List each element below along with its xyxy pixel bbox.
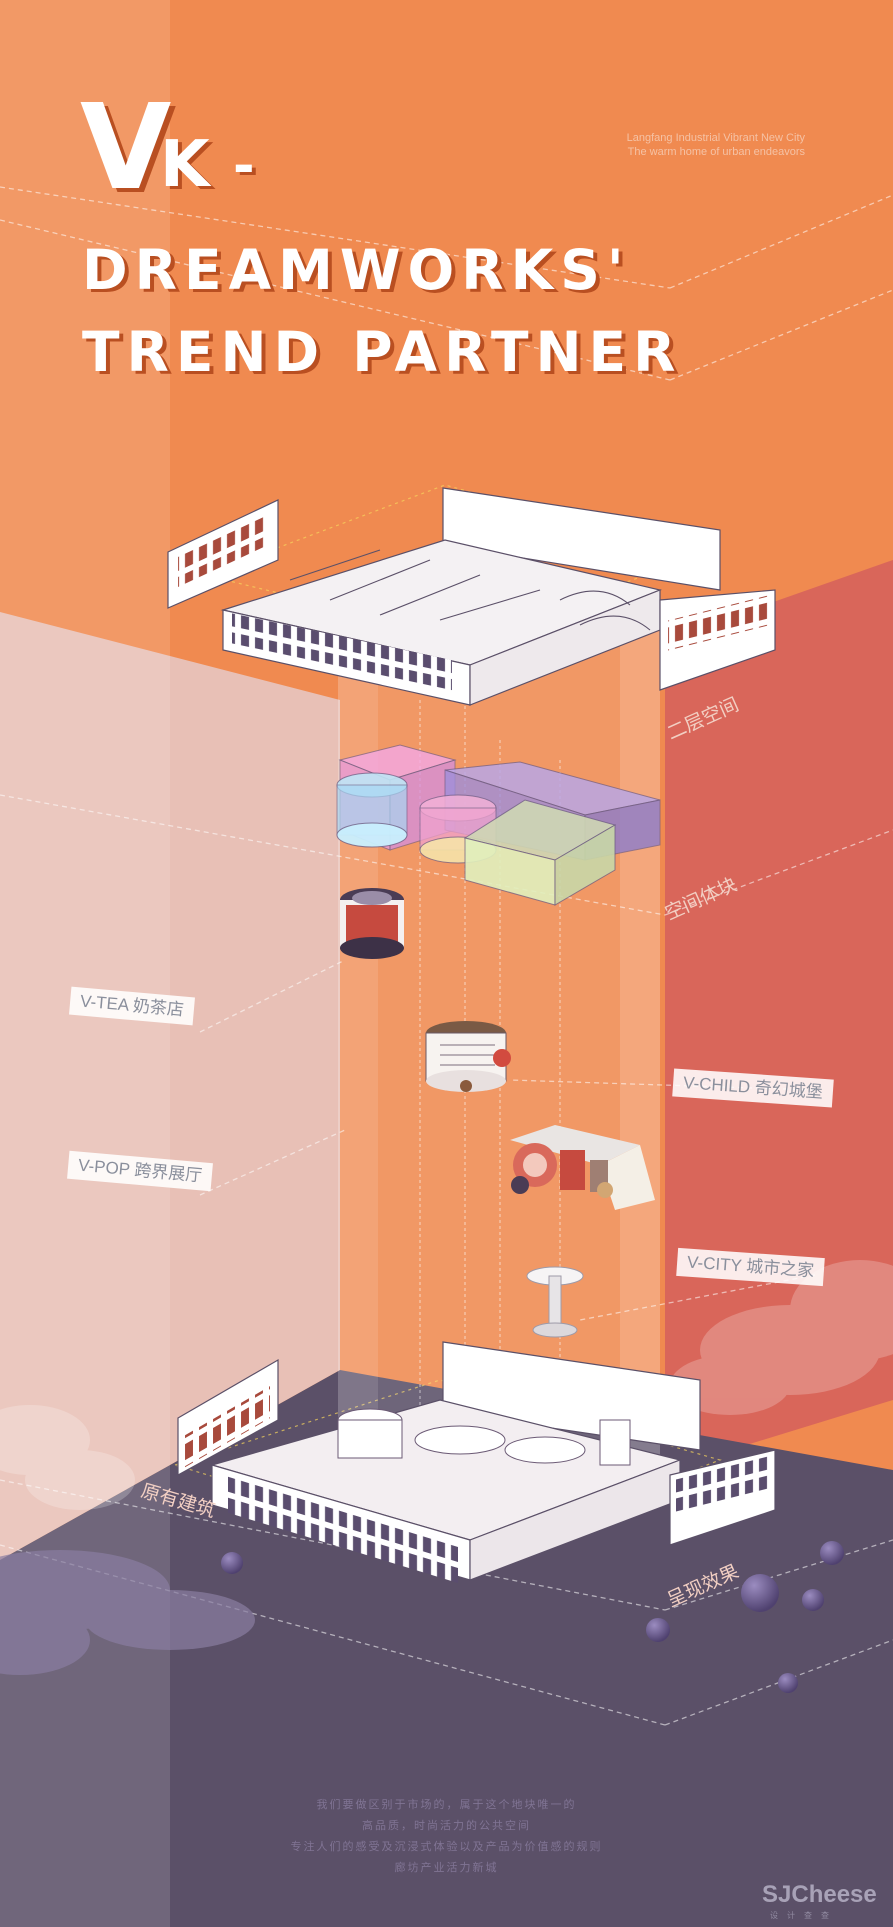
second-floor-model <box>167 487 776 706</box>
headline-line-1: DREAMWORKS' <box>82 238 631 302</box>
clouds <box>0 1260 893 1510</box>
headline-line-2: TREND PARTNER <box>82 320 683 384</box>
brand-subtitle: 设计查查 <box>770 1911 838 1920</box>
footer-line-3: 专注人们的感受及沉浸式体验以及产品为价值感的规则 <box>290 1840 603 1853</box>
v-tea-module <box>340 888 404 959</box>
ground-floor-model <box>177 1341 776 1584</box>
v-city-module <box>526 1266 584 1338</box>
logo-letter-k: K <box>160 128 210 202</box>
footer-line-1: 我们要做区别于市场的，属于这个地块唯一的 <box>316 1798 577 1811</box>
v-child-module <box>510 1125 655 1210</box>
footer-line-2: 高品质，时尚活力的公共空间 <box>362 1819 531 1832</box>
logo-letter-v: V <box>80 78 171 216</box>
decor-spheres <box>221 1541 844 1693</box>
tagline-line-2: The warm home of urban endeavors <box>627 146 805 158</box>
tagline-line-1: Langfang Industrial Vibrant New City <box>626 132 805 144</box>
space-volumes <box>336 744 661 906</box>
footer-line-4: 廊坊产业活力新城 <box>394 1861 499 1874</box>
v-pop-module <box>425 1021 511 1092</box>
brand-logo: SJCheese <box>762 1881 877 1908</box>
logo-dash: - <box>233 136 255 196</box>
